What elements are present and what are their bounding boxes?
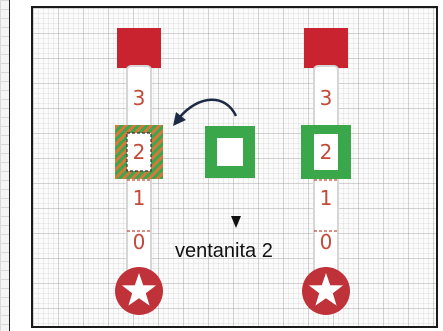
star-icon [115, 267, 163, 315]
right-column: 3 2 1 0 [301, 28, 351, 315]
left-level-0: 0 [133, 230, 146, 254]
detached-window [205, 126, 255, 178]
down-arrowhead-icon [231, 216, 241, 228]
curved-arrow-icon [173, 98, 238, 126]
right-level-3: 3 [320, 86, 333, 110]
right-level-2: 2 [320, 140, 333, 164]
caption-ventanita: ventanita 2 [175, 240, 273, 262]
tube-window-diagram: 3 2 1 0 ventanita 2 3 2 1 0 [115, 28, 351, 315]
right-window [301, 125, 351, 179]
left-level-3: 3 [133, 86, 146, 110]
neighbor-panel-edge [0, 0, 10, 331]
right-level-1: 1 [320, 186, 333, 210]
left-hatched-window [115, 125, 163, 179]
left-level-2: 2 [133, 140, 146, 164]
left-column: 3 2 1 0 [115, 28, 163, 315]
left-tube-cap [117, 28, 161, 68]
left-level-1: 1 [133, 186, 146, 210]
star-icon [302, 267, 350, 315]
right-level-0: 0 [320, 230, 333, 254]
right-tube-cap [304, 28, 348, 68]
